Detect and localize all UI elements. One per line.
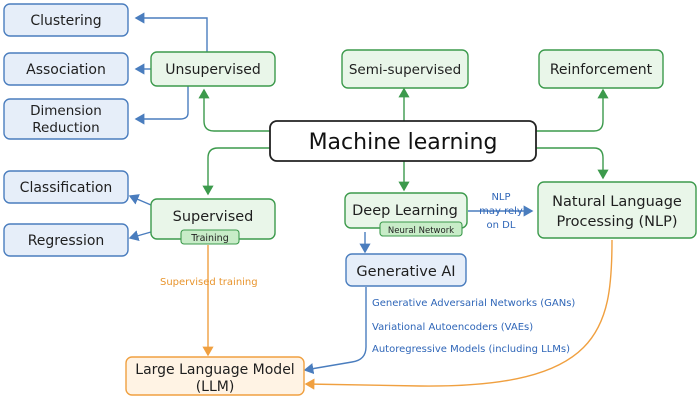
node-nlp: Natural Language Processing (NLP): [537, 181, 697, 239]
edge-ml-supervised: [202, 147, 270, 196]
annotation-line3: on DL: [487, 220, 516, 231]
machine-learning-label: Machine learning: [309, 130, 498, 155]
node-clustering: Clustering: [3, 3, 129, 37]
annotation-line2: may rely: [479, 206, 523, 217]
generative-ai-label: Generative AI: [356, 264, 455, 280]
reinforcement-label: Reinforcement: [550, 62, 653, 78]
reduction-label: Reduction: [32, 120, 100, 136]
annotation-nlp-relies: NLP may rely on DL: [479, 192, 523, 231]
llm-label-line1: Large Language Model: [135, 362, 294, 378]
regression-label: Regression: [28, 233, 105, 249]
dimension-label: Dimension: [30, 103, 102, 119]
tag-neural-network: Neural Network: [379, 221, 463, 237]
supervised-training-annotation: Supervised training: [160, 277, 258, 288]
node-llm: Large Language Model (LLM): [125, 356, 305, 396]
node-association: Association: [3, 52, 129, 86]
genai-list-item: Variational Autoencoders (VAEs): [372, 322, 533, 333]
supervised-label: Supervised: [173, 209, 254, 225]
classification-label: Classification: [20, 180, 113, 196]
node-deep-learning: Deep Learning: [344, 192, 468, 229]
semi-supervised-label: Semi-supervised: [349, 62, 461, 78]
unsupervised-label: Unsupervised: [165, 62, 261, 78]
genai-bracket: [303, 287, 367, 375]
node-dimension-reduction: Dimension Reduction: [3, 98, 129, 140]
node-supervised: Supervised: [150, 198, 276, 240]
nlp-label-line1: Natural Language: [552, 194, 682, 210]
edge-supervised-regression: [128, 230, 152, 242]
association-label: Association: [26, 62, 106, 78]
edge-ml-nlp: [536, 147, 609, 180]
edge-unsupervised-clustering: [134, 12, 208, 52]
node-regression: Regression: [3, 223, 129, 257]
edge-nlp-llm: [304, 239, 613, 390]
edge-supervised-classification: [128, 194, 152, 206]
training-tag-label: Training: [190, 233, 229, 244]
node-reinforcement: Reinforcement: [538, 49, 664, 89]
node-generative-ai: Generative AI: [345, 253, 467, 287]
edge-unsupervised-dimension: [134, 86, 189, 125]
genai-list-item: Generative Adversarial Networks (GANs): [372, 298, 575, 309]
node-semi-supervised: Semi-supervised: [341, 49, 469, 89]
neural-network-tag-label: Neural Network: [388, 226, 454, 236]
llm-label-line2: (LLM): [196, 379, 235, 395]
edge-ml-unsupervised: [198, 88, 270, 132]
tag-training: Training: [180, 229, 240, 245]
node-machine-learning: Machine learning: [269, 120, 537, 162]
genai-list-item: Autoregressive Models (including LLMs): [372, 344, 570, 355]
node-classification: Classification: [3, 170, 129, 204]
edge-ml-reinforcement: [536, 88, 609, 132]
node-unsupervised: Unsupervised: [150, 51, 276, 87]
clustering-label: Clustering: [30, 13, 101, 29]
nlp-label-line2: Processing (NLP): [556, 214, 677, 230]
genai-list: Generative Adversarial Networks (GANs) V…: [372, 298, 575, 355]
annotation-line1: NLP: [491, 192, 510, 203]
deep-learning-label: Deep Learning: [352, 203, 458, 219]
